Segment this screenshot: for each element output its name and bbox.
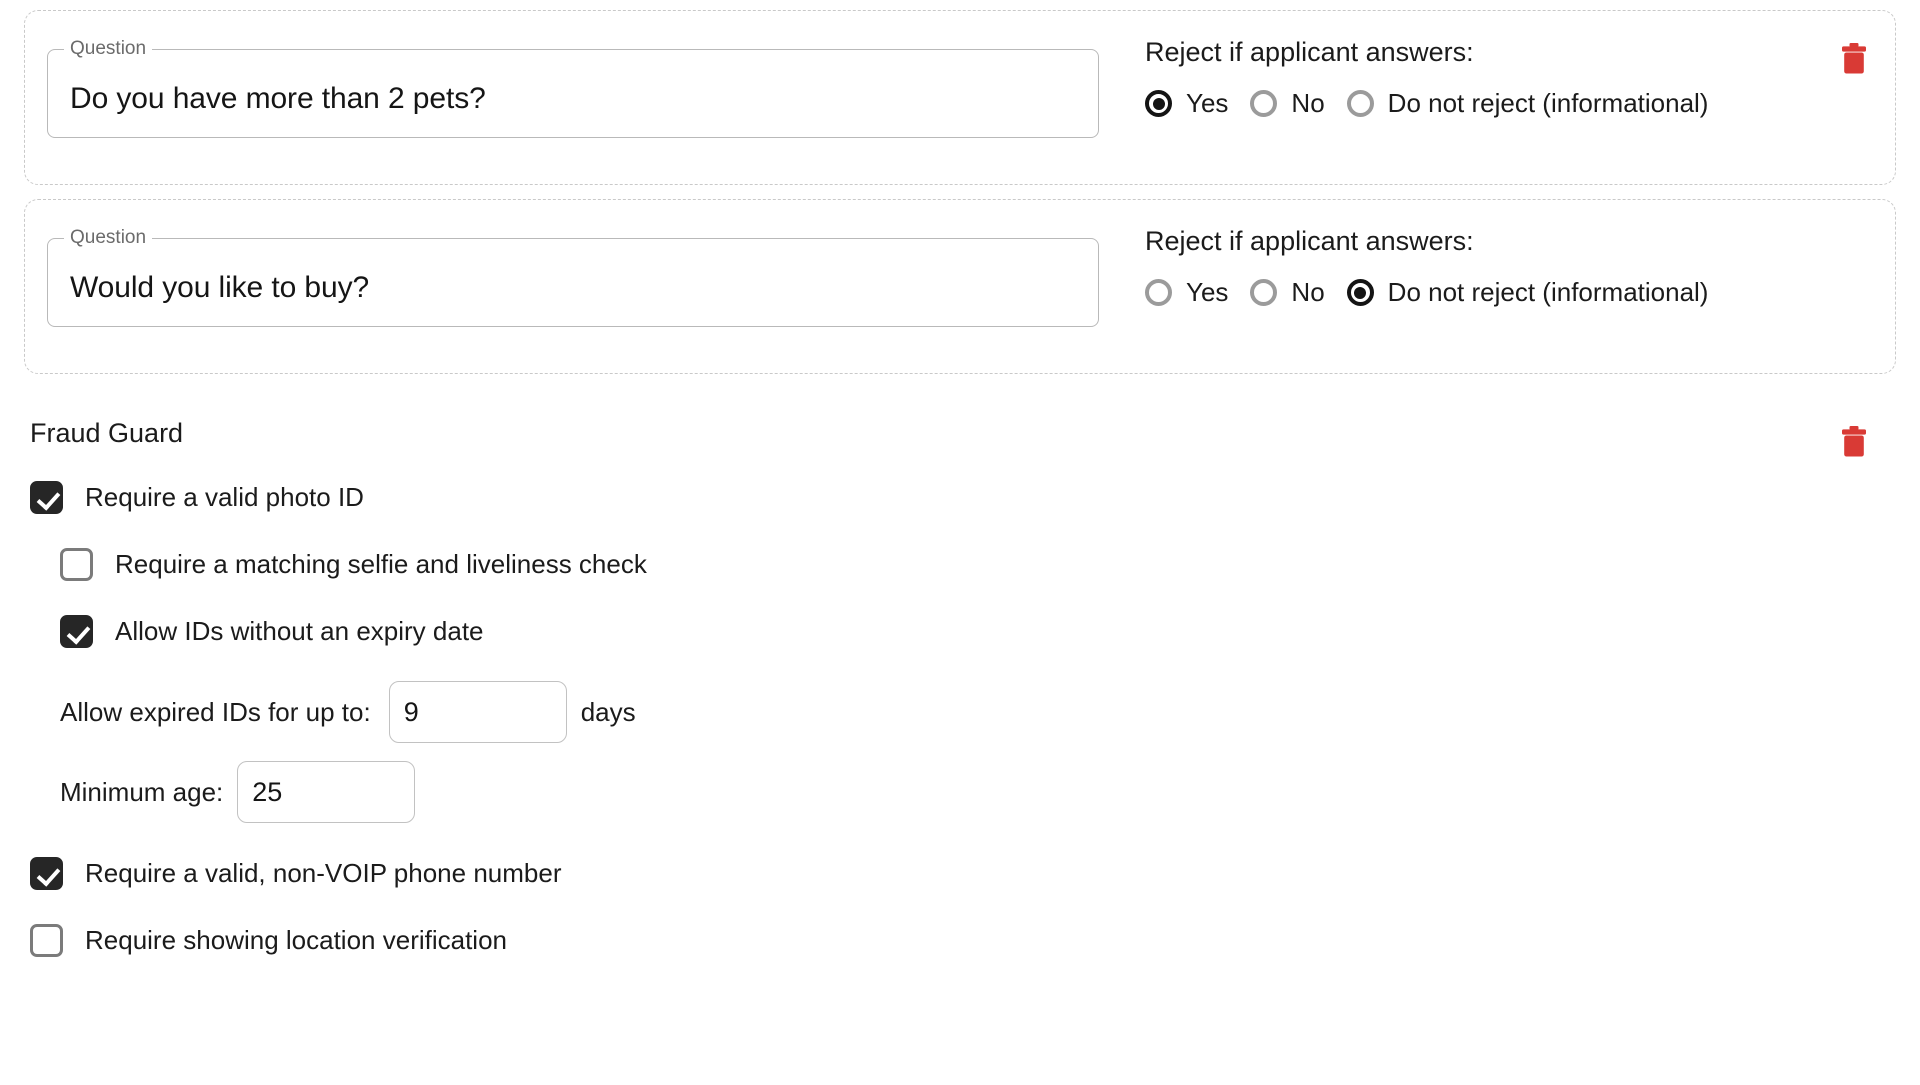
delete-question-button[interactable] — [1841, 426, 1867, 457]
question-legend: Question — [70, 227, 147, 248]
trash-icon — [1842, 43, 1866, 74]
radio-dot-do-not-reject[interactable] — [1346, 279, 1374, 306]
field-row-minimum-age: Minimum age: — [60, 761, 1920, 823]
checkbox-selfie[interactable] — [60, 548, 93, 581]
radio-option-no[interactable]: No — [1250, 277, 1325, 308]
checkbox-photo-id[interactable] — [30, 481, 63, 514]
checkbox-no-expiry[interactable] — [60, 615, 93, 648]
radio-label-do-not-reject: Do not reject (informational) — [1387, 88, 1709, 118]
reject-title: Reject if applicant answers: — [1145, 226, 1474, 256]
radio-option-do-not-reject[interactable]: Do not reject (informational) — [1346, 88, 1709, 119]
reject-panel: Reject if applicant answers: Yes No Do n… — [1145, 39, 1708, 119]
field-row-expired-ids: Allow expired IDs for up to: days — [60, 681, 1920, 743]
radio-option-yes[interactable]: Yes — [1145, 88, 1228, 119]
radio-label-no: No — [1291, 277, 1325, 307]
checkbox-location[interactable] — [30, 924, 63, 957]
question-input-value[interactable]: Do you have more than 2 pets? — [70, 81, 486, 115]
radio-label-do-not-reject: Do not reject (informational) — [1387, 277, 1709, 307]
checkbox-label-photo-id: Require a valid photo ID — [85, 482, 364, 512]
radio-dot-no[interactable] — [1250, 90, 1278, 117]
radio-option-yes[interactable]: Yes — [1145, 277, 1228, 308]
radio-dot-yes[interactable] — [1145, 90, 1172, 117]
question-legend: Question — [70, 38, 147, 59]
label-minimum-age: Minimum age: — [60, 776, 224, 807]
question-fieldset[interactable]: Question Do you have more than 2 pets? — [47, 38, 1099, 138]
reject-title: Reject if applicant answers: — [1145, 37, 1474, 67]
label-expired-ids: Allow expired IDs for up to: — [60, 696, 371, 727]
trash-icon — [1842, 426, 1866, 457]
radio-label-yes: Yes — [1186, 277, 1229, 307]
reject-panel: Reject if applicant answers: Yes No Do n… — [1145, 228, 1708, 308]
radio-option-no[interactable]: No — [1250, 88, 1325, 119]
input-expired-days[interactable] — [388, 681, 567, 743]
radio-label-no: No — [1291, 88, 1325, 118]
radio-label-yes: Yes — [1186, 88, 1229, 118]
unit-label-days: days — [580, 696, 636, 727]
question-card: Question Would you like to buy? Reject i… — [24, 199, 1896, 457]
checkbox-label-location: Require showing location verification — [85, 925, 508, 955]
delete-question-button[interactable] — [1841, 43, 1867, 74]
radio-option-do-not-reject[interactable]: Do not reject (informational) — [1346, 277, 1709, 308]
checkbox-label-no-expiry: Allow IDs without an expiry date — [115, 616, 484, 646]
input-minimum-age[interactable] — [237, 761, 416, 823]
question-card: Question Do you have more than 2 pets? R… — [24, 10, 1896, 185]
checkbox-row-location[interactable]: Require showing location verification — [30, 924, 1920, 957]
radio-dot-yes[interactable] — [1145, 279, 1172, 306]
checkbox-phone[interactable] — [30, 857, 63, 890]
radio-dot-no[interactable] — [1250, 279, 1278, 306]
checkbox-label-selfie: Require a matching selfie and liveliness… — [115, 549, 647, 579]
checkbox-label-phone: Require a valid, non-VOIP phone number — [85, 858, 562, 888]
question-input-value[interactable]: Would you like to buy? — [70, 270, 370, 304]
reject-radio-group: Yes No Do not reject (informational) — [1145, 88, 1708, 119]
fraud-guard-title: Fraud Guard — [30, 418, 184, 448]
checkbox-row-selfie[interactable]: Require a matching selfie and liveliness… — [60, 548, 1920, 581]
checkbox-row-no-expiry[interactable]: Allow IDs without an expiry date — [60, 615, 1920, 648]
radio-dot-do-not-reject[interactable] — [1346, 90, 1374, 117]
reject-radio-group: Yes No Do not reject (informational) — [1145, 277, 1708, 308]
checkbox-row-photo-id[interactable]: Require a valid photo ID — [30, 481, 1920, 514]
checkbox-row-phone[interactable]: Require a valid, non-VOIP phone number — [30, 857, 1920, 890]
question-fieldset[interactable]: Question Would you like to buy? — [47, 227, 1099, 327]
